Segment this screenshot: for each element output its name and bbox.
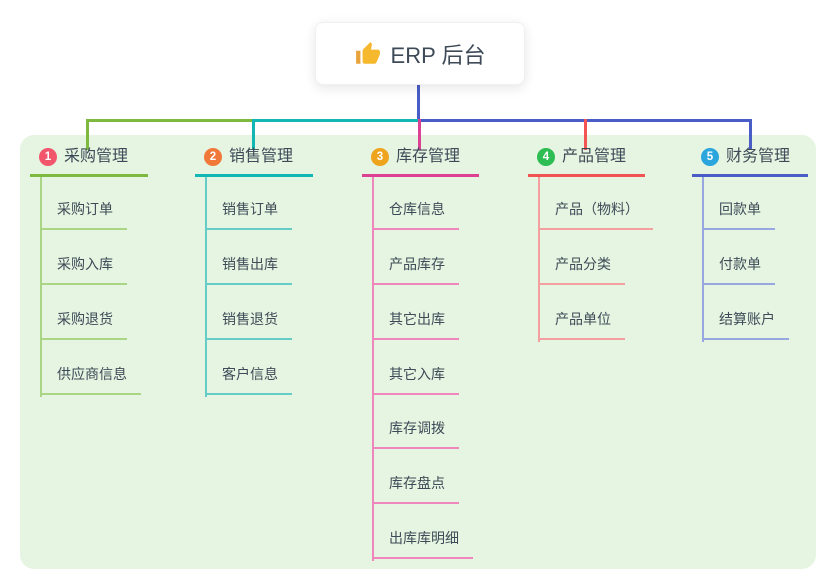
branch-5-child-3[interactable]: 结算账户	[702, 310, 789, 340]
branch-3-child-3[interactable]: 其它出库	[372, 310, 459, 340]
branch-2-trunk-line	[205, 177, 207, 397]
root-connector-line	[417, 83, 420, 121]
branch-5-drop-line	[749, 119, 752, 150]
branch-5-number-badge: 5	[701, 148, 719, 166]
branch-3-child-6[interactable]: 库存盘点	[372, 474, 459, 504]
branch-4-number-badge: 4	[537, 148, 555, 166]
branch-3-child-1[interactable]: 仓库信息	[372, 200, 459, 230]
branch-4-header[interactable]: 4 产品管理	[528, 146, 645, 177]
branch-3-child-7[interactable]: 出库库明细	[372, 529, 473, 559]
branch-2-drop-line	[252, 119, 255, 150]
bus-line-segment-green	[86, 119, 254, 122]
branch-1-label: 采购管理	[64, 148, 129, 165]
branch-4-child-2[interactable]: 产品分类	[538, 255, 625, 285]
branch-1-drop-line	[86, 119, 89, 150]
branch-1-trunk-line	[40, 177, 42, 397]
branch-1-child-3[interactable]: 采购退货	[40, 310, 127, 340]
branch-5-header[interactable]: 5 财务管理	[692, 146, 808, 177]
thumbs-up-icon	[355, 41, 380, 64]
branch-4-trunk-line	[538, 177, 540, 342]
branch-2-child-3[interactable]: 销售退货	[205, 310, 292, 340]
branches-panel-background	[20, 135, 816, 569]
branch-3-child-5[interactable]: 库存调拨	[372, 419, 459, 449]
root-node[interactable]: ERP 后台	[315, 22, 525, 85]
branch-2-label: 销售管理	[229, 148, 294, 165]
branch-4-child-3[interactable]: 产品单位	[538, 310, 625, 340]
branch-1-child-2[interactable]: 采购入库	[40, 255, 127, 285]
branch-4-child-1[interactable]: 产品（物料）	[538, 200, 653, 230]
branch-2-child-2[interactable]: 销售出库	[205, 255, 292, 285]
branch-1-number-badge: 1	[39, 148, 57, 166]
branch-5-child-1[interactable]: 回款单	[702, 200, 775, 230]
branch-4-drop-line	[584, 119, 587, 150]
branch-4-label: 产品管理	[562, 148, 627, 165]
branch-2-child-1[interactable]: 销售订单	[205, 200, 292, 230]
branch-1-child-1[interactable]: 采购订单	[40, 200, 127, 230]
branch-5-child-2[interactable]: 付款单	[702, 255, 775, 285]
root-node-title: ERP 后台	[390, 42, 486, 68]
branch-5-label: 财务管理	[726, 148, 791, 165]
branch-5-trunk-line	[702, 177, 704, 342]
branch-1-header[interactable]: 1 采购管理	[30, 146, 148, 177]
branch-3-number-badge: 3	[371, 148, 389, 166]
bus-line-segment-teal	[252, 119, 421, 122]
branch-1-child-4[interactable]: 供应商信息	[40, 365, 141, 395]
branch-2-child-4[interactable]: 客户信息	[205, 365, 292, 395]
branch-2-number-badge: 2	[204, 148, 222, 166]
branch-3-header[interactable]: 3 库存管理	[362, 146, 479, 177]
branch-3-child-2[interactable]: 产品库存	[372, 255, 459, 285]
branch-2-header[interactable]: 2 销售管理	[195, 146, 313, 177]
branch-3-trunk-line	[372, 177, 374, 561]
branch-3-drop-line	[418, 119, 421, 150]
branch-3-child-4[interactable]: 其它入库	[372, 365, 459, 395]
branch-3-label: 库存管理	[396, 148, 461, 165]
